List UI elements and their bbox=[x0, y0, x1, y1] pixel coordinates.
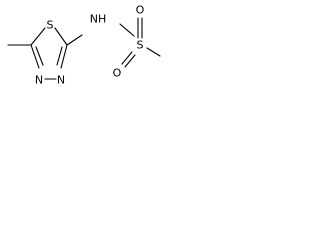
atom-s-ring: S bbox=[47, 19, 54, 32]
atom-s-sulfonyl: S bbox=[137, 39, 144, 52]
bond-c5-n4 bbox=[30, 44, 40, 69]
bond-nh-s bbox=[119, 23, 135, 37]
bond-s-o-bottom-b bbox=[124, 54, 136, 68]
atom-o-bottom: O bbox=[113, 67, 122, 80]
molecule-structure: S NH N N S O O bbox=[7, 4, 161, 87]
bond-c2-n3 bbox=[60, 44, 68, 69]
atom-n-ring-right: N bbox=[57, 74, 65, 87]
bond-c2-nh bbox=[66, 34, 83, 46]
bond-c2-n3-double bbox=[56, 46, 63, 66]
bond-s-methyl bbox=[146, 47, 161, 57]
atom-o-top: O bbox=[136, 4, 145, 17]
bond-s1-c2 bbox=[54, 27, 68, 46]
bond-c5-n4-double bbox=[35, 46, 44, 66]
bond-c5-s1 bbox=[30, 27, 46, 46]
atom-n-ring-left: N bbox=[35, 74, 43, 87]
bond-s-o-bottom-a bbox=[121, 51, 133, 65]
atom-nh: NH bbox=[90, 13, 107, 26]
